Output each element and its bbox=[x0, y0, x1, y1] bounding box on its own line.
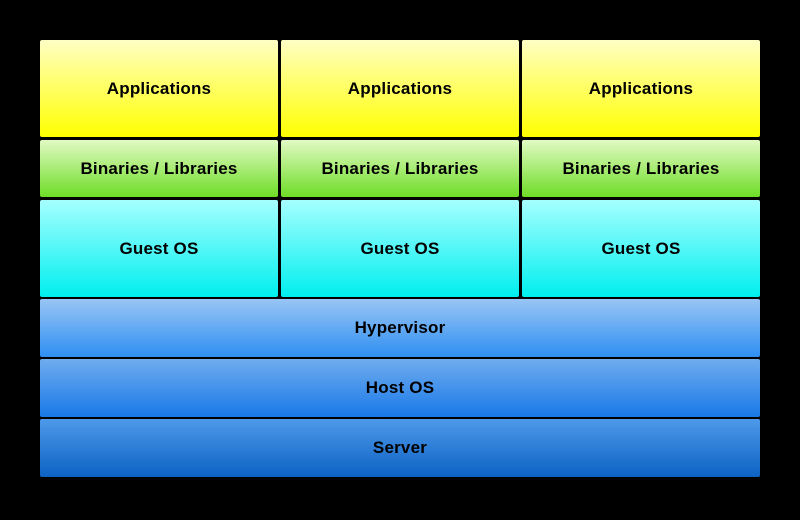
layer-label: Binaries / Libraries bbox=[562, 158, 720, 178]
layer-applications: Applications bbox=[281, 40, 519, 137]
layer-binaries-libraries: Binaries / Libraries bbox=[40, 140, 278, 197]
layer-label: Guest OS bbox=[360, 238, 440, 258]
layer-applications: Applications bbox=[40, 40, 278, 137]
layer-binaries-libraries: Binaries / Libraries bbox=[281, 140, 519, 197]
layer-guest-os: Guest OS bbox=[522, 200, 760, 297]
layer-label: Applications bbox=[347, 78, 453, 98]
vm-column-3: Applications Binaries / Libraries Guest … bbox=[522, 40, 760, 297]
layer-label: Host OS bbox=[365, 378, 435, 397]
layer-label: Server bbox=[372, 438, 428, 457]
vm-columns: Applications Binaries / Libraries Guest … bbox=[40, 40, 760, 297]
vm-column-2: Applications Binaries / Libraries Guest … bbox=[281, 40, 519, 297]
layer-label: Hypervisor bbox=[354, 318, 446, 337]
layer-label: Binaries / Libraries bbox=[80, 158, 238, 178]
layer-host-os: Host OS bbox=[40, 359, 760, 417]
layer-label: Applications bbox=[588, 78, 694, 98]
layer-server: Server bbox=[40, 419, 760, 477]
layer-label: Binaries / Libraries bbox=[321, 158, 479, 178]
layer-binaries-libraries: Binaries / Libraries bbox=[522, 140, 760, 197]
layer-applications: Applications bbox=[522, 40, 760, 137]
layer-guest-os: Guest OS bbox=[40, 200, 278, 297]
layer-hypervisor: Hypervisor bbox=[40, 299, 760, 357]
vm-column-1: Applications Binaries / Libraries Guest … bbox=[40, 40, 278, 297]
layer-label: Applications bbox=[106, 78, 212, 98]
layer-label: Guest OS bbox=[601, 238, 681, 258]
layer-label: Guest OS bbox=[119, 238, 199, 258]
layer-guest-os: Guest OS bbox=[281, 200, 519, 297]
virtualization-stack-diagram: Applications Binaries / Libraries Guest … bbox=[40, 40, 760, 477]
